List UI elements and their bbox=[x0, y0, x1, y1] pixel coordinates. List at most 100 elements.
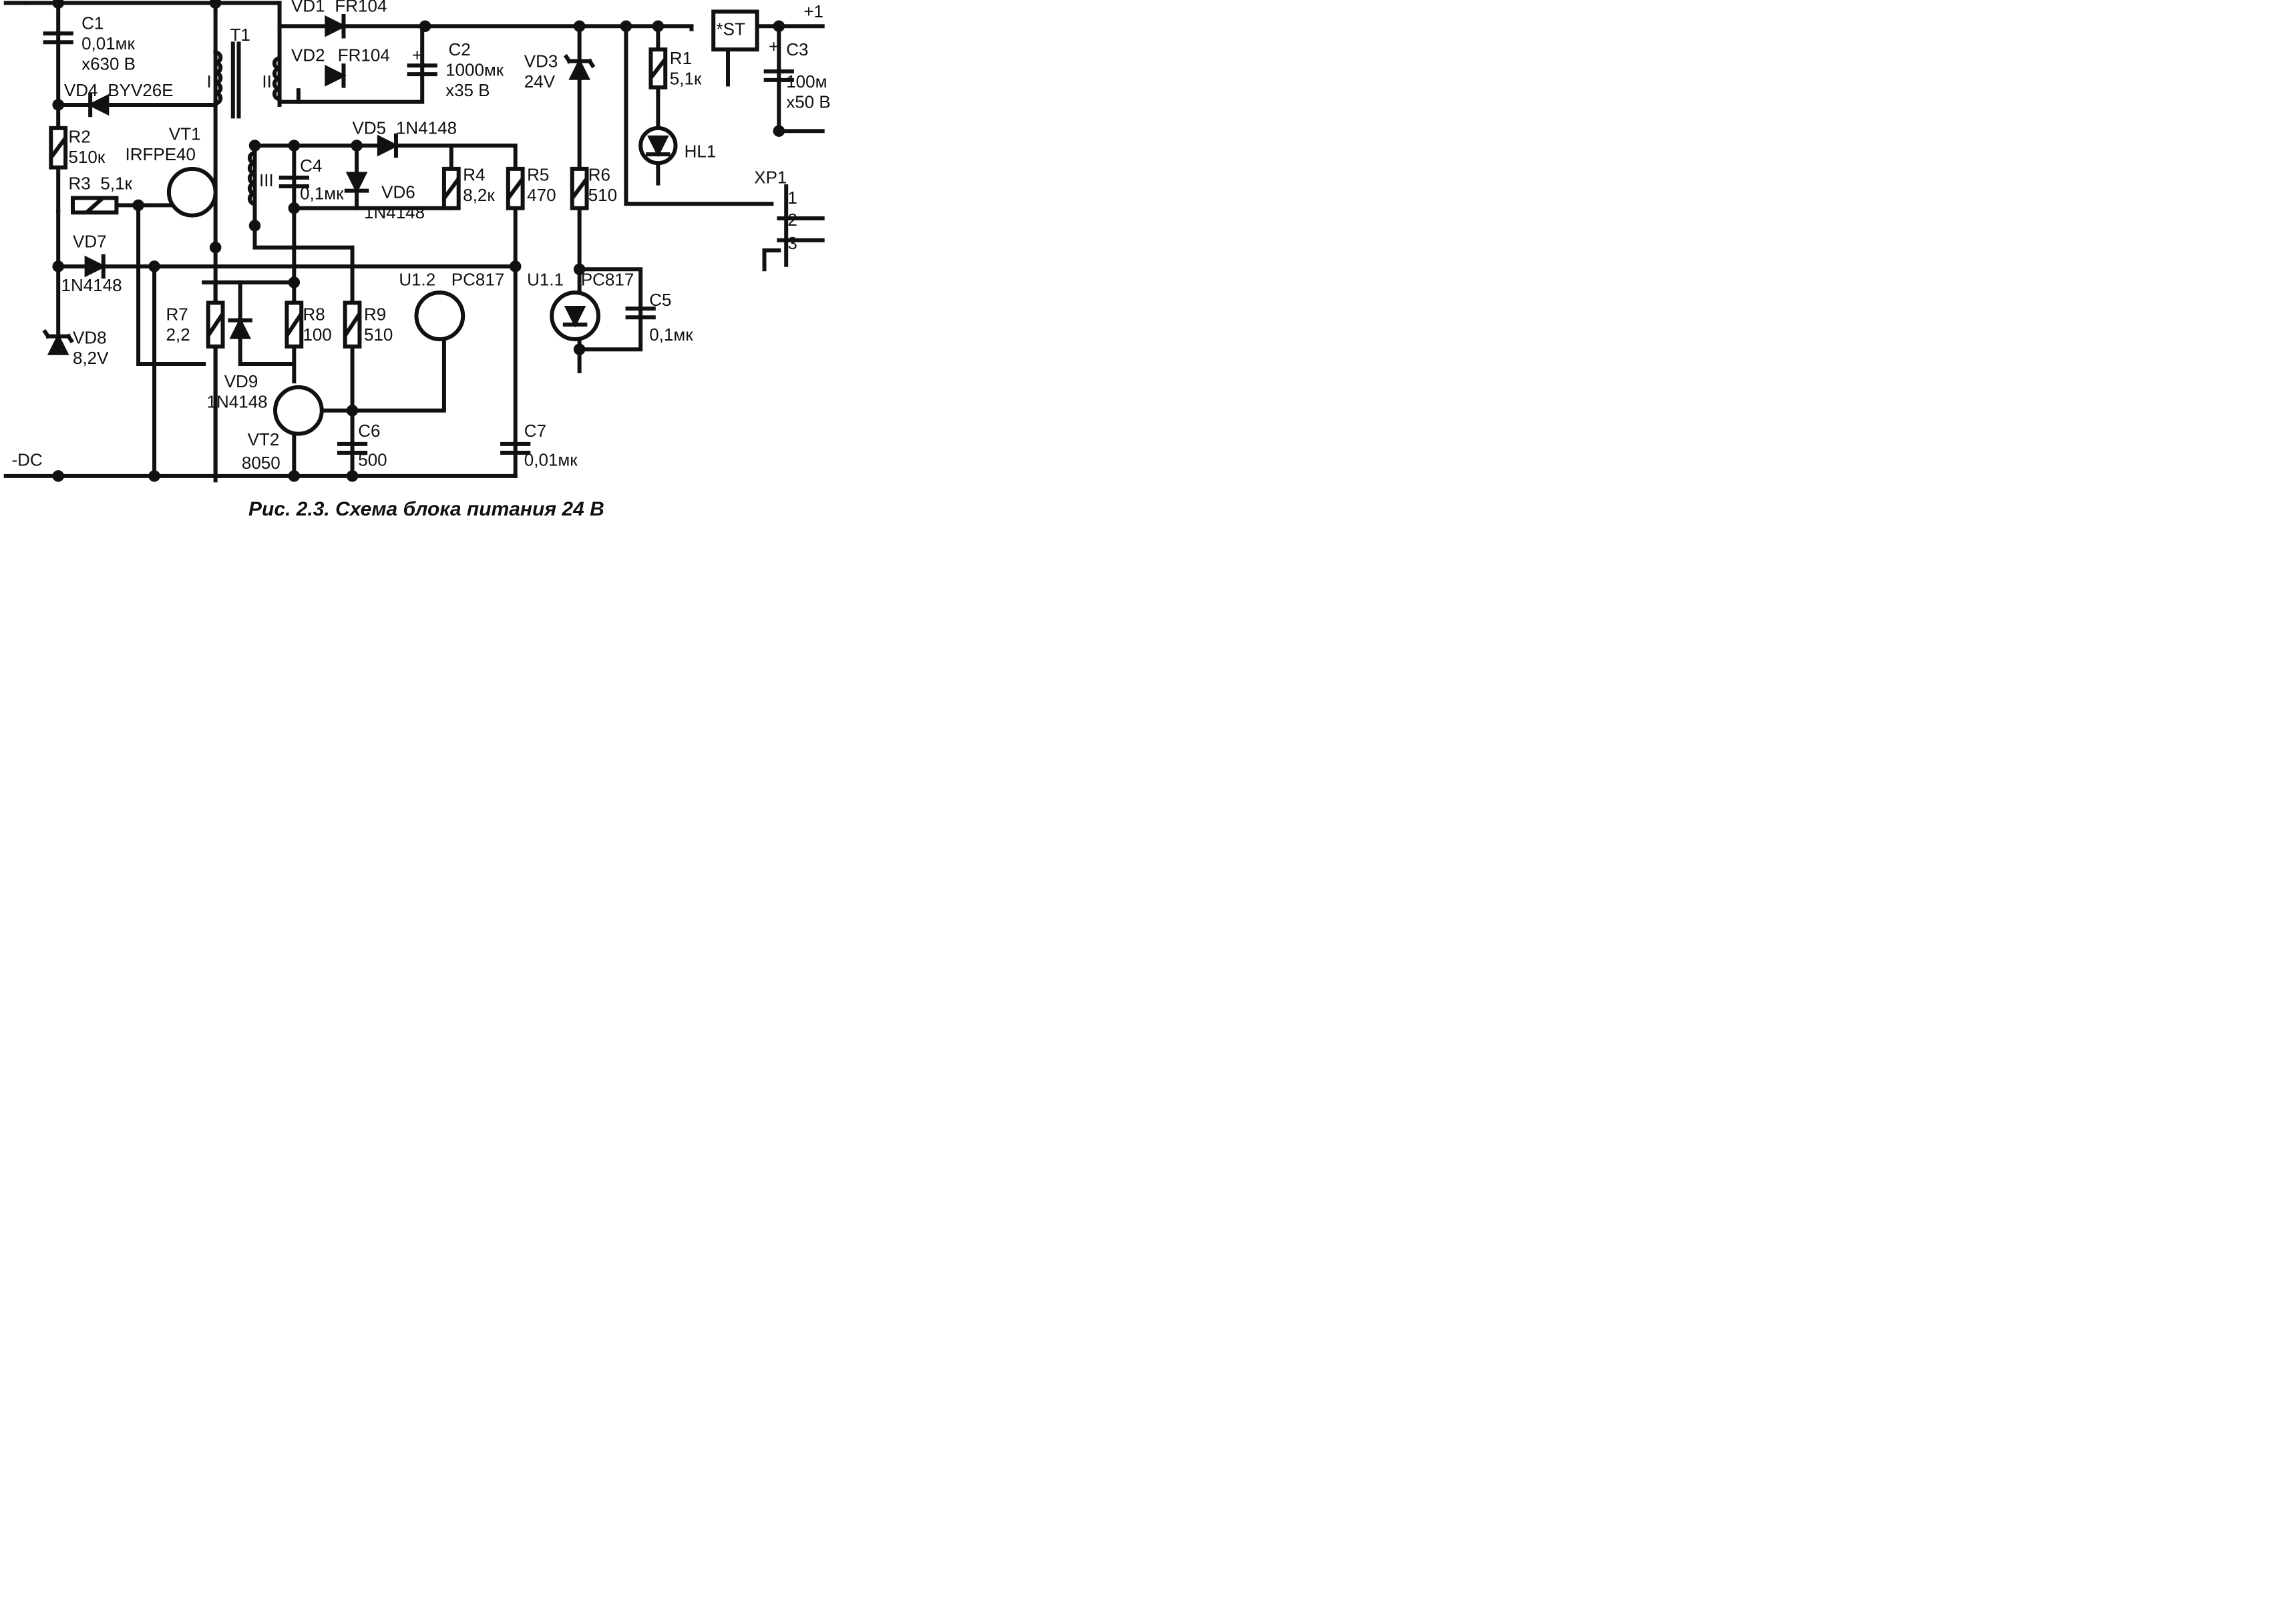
vd7-diode bbox=[84, 255, 107, 278]
label-r1: R1 bbox=[670, 48, 692, 68]
label-vd9-type: 1N4148 bbox=[207, 391, 268, 411]
junction-dot bbox=[148, 470, 160, 482]
label-vd2-type: FR104 bbox=[338, 45, 390, 65]
label-c2-voltage: x35 В bbox=[445, 80, 490, 100]
label-vd4-type: BYV26E bbox=[108, 80, 173, 100]
label-r6: R6 bbox=[588, 164, 610, 184]
label-c3-value: 100м bbox=[786, 71, 827, 91]
junction-dot bbox=[773, 125, 785, 137]
label-winding-1: I bbox=[207, 71, 212, 91]
label-pin-3: 3 bbox=[787, 233, 797, 253]
label-r5-value: 470 bbox=[527, 185, 556, 205]
label-c3: C3 bbox=[786, 39, 808, 59]
junction-dot bbox=[52, 0, 64, 9]
vd6-diode bbox=[345, 172, 368, 194]
hl1-led bbox=[647, 135, 669, 158]
junction-dot bbox=[288, 276, 301, 288]
wire-top-output bbox=[333, 24, 694, 31]
label-r4: R4 bbox=[463, 164, 485, 184]
label-pin-1: 1 bbox=[787, 188, 797, 208]
junction-dot bbox=[573, 343, 586, 355]
label-winding-3: III bbox=[259, 170, 274, 190]
junction-dot bbox=[52, 470, 64, 482]
label-vd5: VD5 bbox=[353, 118, 387, 138]
junction-dot bbox=[209, 0, 222, 9]
label-r3: R3 bbox=[68, 173, 90, 193]
label-c6: C6 bbox=[358, 421, 380, 441]
wire-vd5-top bbox=[252, 144, 518, 267]
label-u12-type: PC817 bbox=[451, 269, 505, 289]
junction-dot bbox=[288, 470, 301, 482]
label-vt1-type: IRFPE40 bbox=[125, 144, 195, 164]
circuit-components bbox=[42, 9, 794, 455]
junction-dot bbox=[148, 260, 160, 272]
label-vd2: VD2 bbox=[291, 45, 325, 65]
junction-dot bbox=[132, 199, 144, 212]
label-r9: R9 bbox=[364, 304, 386, 325]
label-hl1: HL1 bbox=[685, 141, 717, 161]
label-c5-value: 0,1мк bbox=[649, 325, 693, 345]
label-c4-value: 0,1мк bbox=[300, 184, 344, 204]
junction-dot bbox=[288, 202, 301, 214]
label-vt1: VT1 bbox=[169, 124, 201, 144]
label-r7-value: 2,2 bbox=[166, 325, 190, 345]
label-u11-type: PC817 bbox=[581, 269, 634, 289]
junction-dot bbox=[52, 260, 64, 272]
vd8-zener-zener-b bbox=[65, 333, 74, 344]
label-r8-value: 100 bbox=[303, 325, 331, 345]
label-r2-value: 510к bbox=[68, 147, 105, 167]
vd3-zener-zener-a bbox=[563, 53, 572, 64]
wire-u12-collector bbox=[311, 335, 446, 413]
label-vd5-type: 1N4148 bbox=[396, 118, 457, 138]
label-plus-out: +1 bbox=[803, 1, 823, 21]
label-r8: R8 bbox=[303, 304, 325, 325]
label-r6-value: 510 bbox=[588, 185, 617, 205]
label-c1-voltage: x630 В bbox=[81, 54, 136, 74]
junction-dots bbox=[52, 0, 785, 482]
label-minus-dc: -DC bbox=[11, 450, 42, 470]
vd9-diode bbox=[229, 317, 252, 339]
label-winding-2: II bbox=[262, 71, 271, 91]
vd8-zener-zener-a bbox=[42, 329, 51, 339]
label-r2: R2 bbox=[68, 127, 90, 147]
r5-resistor-slash bbox=[506, 178, 524, 200]
vd1-diode bbox=[325, 15, 347, 37]
junction-dot bbox=[52, 99, 64, 111]
t1-winding-iii bbox=[247, 150, 257, 206]
label-st: *ST bbox=[717, 19, 745, 39]
label-vd3: VD3 bbox=[524, 51, 558, 71]
label-c2: C2 bbox=[448, 39, 470, 59]
label-vd3-voltage: 24V bbox=[524, 71, 556, 91]
label-vd1: VD1 bbox=[291, 0, 325, 15]
junction-dot bbox=[346, 405, 359, 417]
label-r9-value: 510 bbox=[364, 325, 393, 345]
label-c5: C5 bbox=[649, 290, 671, 310]
label-r1-value: 5,1к bbox=[670, 68, 702, 88]
u11-led bbox=[564, 305, 586, 328]
junction-dot bbox=[509, 260, 522, 272]
label-vd4: VD4 bbox=[64, 80, 98, 100]
label-c4: C4 bbox=[300, 156, 322, 176]
label-vd9: VD9 bbox=[224, 371, 258, 391]
label-vd7: VD7 bbox=[73, 232, 107, 252]
figure-caption: Рис. 2.3. Схема блока питания 24 В bbox=[248, 498, 604, 520]
label-vd8: VD8 bbox=[73, 327, 107, 347]
vd4-diode bbox=[87, 93, 110, 116]
vd3-zener bbox=[568, 58, 590, 80]
junction-dot bbox=[346, 470, 359, 482]
label-u11: U1.1 bbox=[527, 269, 564, 289]
label-pin-2: 2 bbox=[787, 210, 797, 230]
label-r5: R5 bbox=[527, 164, 549, 184]
r9-resistor-slash bbox=[343, 313, 361, 337]
label-vd1-type: FR104 bbox=[335, 0, 387, 15]
label-c7: C7 bbox=[524, 421, 546, 441]
junction-dot bbox=[620, 20, 632, 32]
label-c1: C1 bbox=[81, 13, 104, 33]
label-c3-voltage: x50 В bbox=[786, 91, 831, 112]
label-c1-value: 0,01мк bbox=[81, 33, 135, 53]
junction-dot bbox=[248, 140, 261, 152]
r2-resistor-slash bbox=[49, 137, 67, 159]
junction-dot bbox=[209, 241, 222, 254]
t1-winding-i bbox=[213, 50, 223, 106]
r1-resistor-slash bbox=[649, 57, 667, 79]
